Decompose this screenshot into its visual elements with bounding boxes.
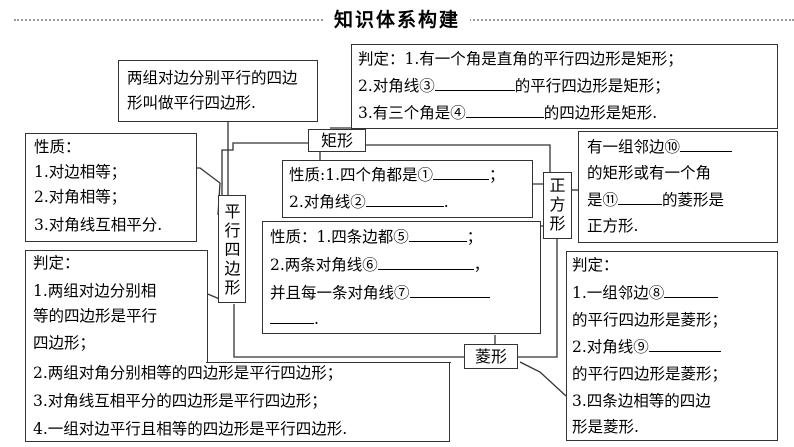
definition-line-1: 两组对边分别平行的四边 [127,69,298,87]
parallelogram-judgement-line: 2.两组对角分别相等的四边形是平行四边形； [33,364,343,382]
blank-2[interactable] [365,191,444,207]
node-rhombus-label: 菱形 [474,347,507,366]
connector-parallelogram-property [196,167,221,216]
rhombus-judgement-line-3: 2.对角线⑨ [572,336,721,358]
blank-7[interactable] [409,282,490,298]
connector-rectangle-square [366,144,551,172]
parallelogram-judgement-line: 3.对角线互相平分的四边形是平行四边形； [33,392,327,410]
rhombus-judgement-line-1: 1.一组邻边⑧ [572,282,719,304]
parallelogram-judgement-text: 判定： 1.两组对边分别相 等的四边形是平行 四边形； 2.两组对角分别相等的四… [33,250,453,445]
square-definition-line-1: 有一组邻边⑩ [587,136,733,158]
blank-11[interactable] [618,189,663,205]
node-rhombus: 菱形 [464,344,518,369]
rectangle-judgement-line-1: 判定：1.有一个角是直角的平行四边形是矩形； [358,50,683,68]
rhombus-judgement-heading: 判定： [572,256,619,274]
parallelogram-judgement-line: 1.两组对边分别相 [33,282,157,300]
parallelogram-property-heading: 性质： [34,138,81,156]
node-square: 正方形 [543,172,572,239]
blank-5[interactable] [408,226,467,242]
square-definition-line-4: 正方形. [587,217,639,235]
rectangle-property-line-2: 2.对角线②. [289,191,449,211]
blank-3[interactable] [434,75,515,91]
rhombus-judgement-box: 判定： 1.一组邻边⑧ 的平行四边形是菱形； 2.对角线⑨ 的平行四边形是菱形；… [566,251,778,441]
parallelogram-judgement-line: 4.一组对边平行且相等的四边形是平行四边形. [33,420,348,438]
parallelogram-property-item: 2.对角相等； [34,188,127,206]
blank-6[interactable] [377,254,474,270]
rhombus-judgement-line-5: 3.四条边相等的四边 [572,392,711,410]
judgement-box-step [206,362,451,363]
node-parallelogram-label: 平行四边形 [224,202,241,297]
connector-rhombus-judgement [519,361,567,397]
blank-1[interactable] [433,164,490,180]
rectangle-property-line-1: 性质:1.四个角都是①； [289,164,505,184]
parallelogram-judgement-box [25,250,208,364]
blank-8[interactable] [664,282,719,298]
rhombus-judgement-line-4: 的平行四边形是菱形； [572,365,728,383]
page-title: 知识体系构建 [0,5,794,32]
rectangle-property-box: 性质:1.四个角都是①； 2.对角线②. [282,160,533,218]
square-definition-line-2: 的矩形或有一个角 [587,164,712,182]
rhombus-property-line-2: 2.两条对角线⑥， [270,254,490,274]
blank-9[interactable] [648,336,721,352]
rhombus-property-line-4: . [270,308,319,330]
header: 知识体系构建 [0,0,794,40]
rhombus-property-line-3: 并且每一条对角线⑦ [270,282,490,304]
connector-rhombus-parallelogram [233,304,464,358]
node-square-label: 正方形 [549,176,566,233]
rhombus-judgement-line-2: 的平行四边形是菱形； [572,311,728,329]
definition-line-2: 形叫做平行四边形. [127,94,256,112]
parallelogram-judgement-line: 等的四边形是平行 [33,307,158,325]
rhombus-judgement-line-6: 形是菱形. [572,418,639,436]
node-rectangle-label: 矩形 [320,131,353,150]
connector-square-rhombus [518,238,558,358]
node-rectangle: 矩形 [308,129,366,152]
rhombus-property-box: 性质：1.四条边都⑤； 2.两条对角线⑥， 并且每一条对角线⑦ . [262,221,541,334]
blank-7-continued[interactable] [270,308,314,324]
blank-10[interactable] [680,136,733,152]
parallelogram-property-item: 1.对边相等； [34,163,127,181]
parallelogram-property-item: 3.对角线互相平分. [34,216,163,234]
definition-box: 两组对边分别平行的四边 形叫做平行四边形. [118,60,318,122]
node-parallelogram: 平行四边形 [218,195,246,303]
parallelogram-property-box: 性质： 1.对边相等； 2.对角相等； 3.对角线互相平分. [25,133,197,242]
rhombus-property-line-1: 性质：1.四条边都⑤； [270,226,483,246]
parallelogram-judgement-line: 四边形； [33,334,96,352]
parallelogram-judgement-heading: 判定： [33,254,80,272]
connector-parallelogram-rectangle [221,142,308,212]
parallelogram-judgement-box-lower [25,362,450,442]
blank-4[interactable] [465,102,544,118]
